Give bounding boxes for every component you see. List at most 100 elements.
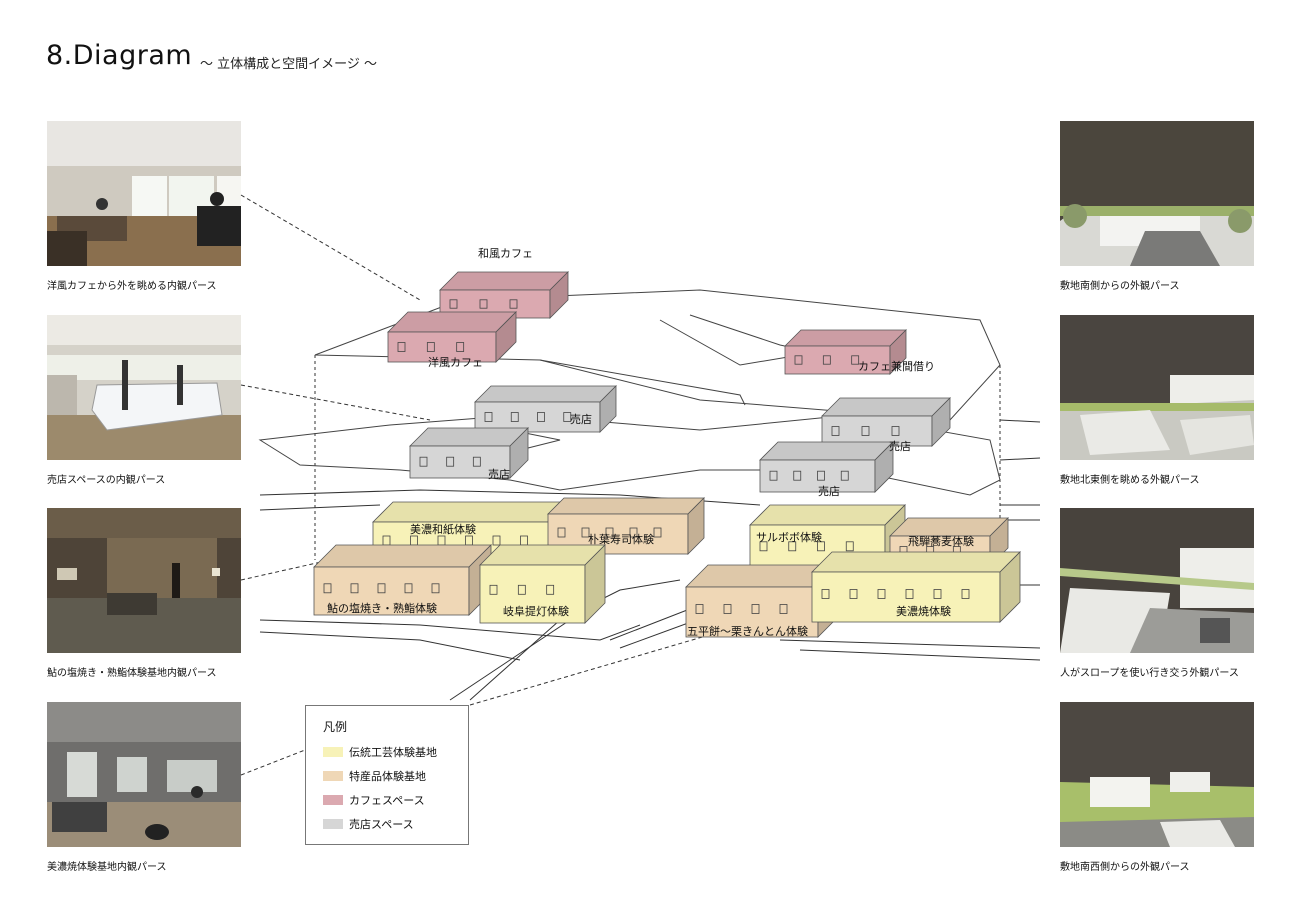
label-yofu-cafe: 洋風カフェ bbox=[428, 355, 483, 369]
photo-slope-exterior bbox=[1060, 508, 1254, 653]
legend-swatch-shop bbox=[323, 819, 343, 829]
window bbox=[517, 584, 526, 595]
legend-label-shop: 売店スペース bbox=[349, 818, 414, 831]
label-hoba-sushi: 朴葉寿司体験 bbox=[588, 532, 654, 546]
window bbox=[479, 299, 488, 309]
building-gifu-chochin bbox=[479, 544, 606, 624]
window bbox=[840, 470, 849, 481]
legend-swatch-craft bbox=[323, 747, 343, 757]
window bbox=[419, 456, 428, 467]
caption-left-2: 売店スペースの内観パース bbox=[47, 475, 166, 486]
building-minoyaki bbox=[811, 551, 1021, 623]
label-minoyaki: 美濃焼体験 bbox=[896, 604, 951, 618]
window bbox=[484, 412, 493, 422]
caption-left-4: 美濃焼体験基地内観パース bbox=[47, 862, 167, 873]
window bbox=[489, 584, 498, 595]
window bbox=[851, 355, 860, 365]
building-cafe-kenma bbox=[784, 329, 907, 375]
photo-northeast-exterior bbox=[1060, 315, 1254, 460]
window bbox=[509, 299, 518, 309]
page-title: 8.Diagram bbox=[46, 40, 193, 71]
building-shop-2 bbox=[821, 397, 951, 447]
window bbox=[537, 412, 545, 422]
window bbox=[794, 355, 803, 365]
window bbox=[323, 583, 332, 594]
legend-label-cafe: カフェスペース bbox=[349, 794, 425, 807]
window bbox=[821, 589, 830, 599]
window bbox=[849, 589, 858, 599]
window bbox=[510, 412, 519, 422]
legend-label-specialty: 特産品体験基地 bbox=[349, 770, 426, 783]
window bbox=[793, 470, 802, 481]
caption-left-1: 洋風カフェから外を眺める内観パース bbox=[47, 281, 217, 292]
label-wafu-cafe: 和風カフェ bbox=[478, 247, 533, 260]
window bbox=[431, 583, 440, 594]
photo-shop-interior bbox=[47, 315, 241, 460]
caption-left-3: 鮎の塩焼き・熟鮨体験基地内観パース bbox=[47, 668, 217, 679]
photo-ayu-interior bbox=[47, 508, 241, 653]
window bbox=[557, 527, 566, 538]
window bbox=[751, 604, 760, 614]
legend-swatch-cafe bbox=[323, 795, 343, 805]
building-hoba-sushi bbox=[547, 497, 705, 555]
label-shop-3: 売店 bbox=[488, 467, 510, 481]
building-wafu-cafe bbox=[439, 271, 569, 319]
photo-southwest-exterior bbox=[1060, 702, 1254, 847]
caption-right-4: 敷地南西側からの外観パース bbox=[1060, 862, 1190, 873]
window bbox=[546, 584, 555, 595]
label-sarubobo: サルボボ体験 bbox=[756, 530, 822, 544]
window bbox=[831, 426, 840, 436]
window bbox=[605, 527, 614, 538]
label-gohei: 五平餅～栗きんとん体験 bbox=[687, 624, 808, 638]
building-shop-1 bbox=[474, 385, 617, 433]
window bbox=[788, 541, 797, 552]
window bbox=[629, 527, 638, 538]
window bbox=[961, 589, 970, 599]
window bbox=[426, 342, 435, 352]
caption-right-2: 敷地北東側を眺める外観パース bbox=[1060, 475, 1200, 486]
building-shop-3 bbox=[409, 427, 529, 479]
label-shop-2: 売店 bbox=[889, 439, 911, 453]
photo-minoyaki-interior bbox=[47, 702, 241, 847]
legend-label-craft: 伝統工芸体験基地 bbox=[349, 746, 437, 759]
label-gifu-chochin: 岐阜提灯体験 bbox=[503, 604, 569, 618]
label-cafe-kenma: カフェ兼間借り bbox=[858, 360, 935, 373]
label-shop-1: 売店 bbox=[570, 412, 592, 426]
window bbox=[759, 541, 768, 552]
window bbox=[446, 456, 455, 467]
window bbox=[563, 412, 572, 422]
window bbox=[397, 342, 406, 352]
building-shop-4 bbox=[759, 441, 894, 493]
label-mino-washi: 美濃和紙体験 bbox=[410, 522, 476, 536]
window bbox=[779, 604, 788, 614]
caption-right-1: 敷地南側からの外観パース bbox=[1060, 281, 1180, 292]
photo-western-cafe-interior bbox=[47, 121, 241, 266]
window bbox=[822, 355, 831, 365]
window bbox=[877, 589, 886, 599]
legend: 凡例 伝統工芸体験基地 特産品体験基地 カフェスペース 売店スペース bbox=[305, 705, 469, 845]
building-ayu bbox=[313, 544, 492, 616]
label-hida-soba: 飛騨蕎麦体験 bbox=[908, 534, 974, 548]
window bbox=[377, 583, 386, 594]
window bbox=[404, 583, 413, 594]
window bbox=[695, 604, 704, 614]
caption-right-3: 人がスロープを使い行き交う外観パース bbox=[1060, 668, 1239, 679]
window bbox=[581, 527, 590, 538]
label-shop-4: 売店 bbox=[818, 484, 840, 498]
window bbox=[817, 470, 825, 481]
window bbox=[891, 426, 900, 436]
building-yofu-cafe bbox=[387, 311, 517, 363]
window bbox=[905, 589, 914, 599]
photo-south-exterior bbox=[1060, 121, 1254, 266]
window bbox=[653, 527, 662, 538]
window bbox=[449, 299, 458, 309]
window bbox=[472, 456, 481, 467]
window bbox=[492, 535, 501, 546]
window bbox=[456, 342, 465, 352]
label-ayu: 鮎の塩焼き・熟鮨体験 bbox=[327, 601, 437, 615]
window bbox=[861, 426, 870, 436]
window bbox=[769, 470, 778, 481]
legend-title: 凡例 bbox=[323, 720, 348, 734]
window bbox=[845, 541, 854, 552]
